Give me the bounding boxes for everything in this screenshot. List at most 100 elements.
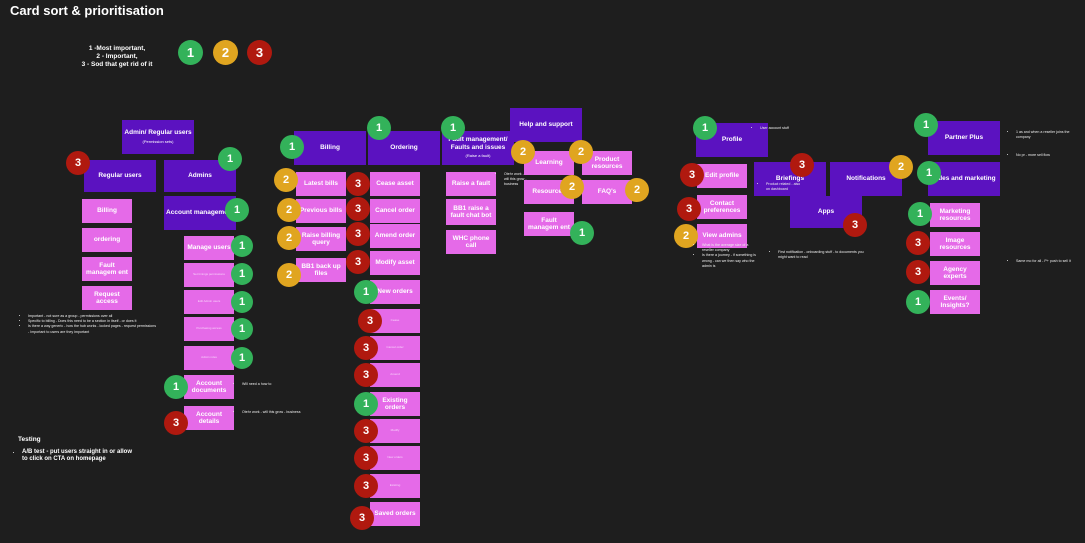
card-account-details[interactable]: Account details <box>184 406 234 430</box>
priority-badge-3[interactable]: 3 <box>350 506 374 530</box>
card-contact-preferences[interactable]: Contact preferences <box>697 195 747 219</box>
priority-badge-3[interactable]: 3 <box>354 446 378 470</box>
card-admin-item-3[interactable]: Edit Admin users <box>184 290 234 314</box>
card-agency-experts[interactable]: Agency experts <box>930 261 980 285</box>
card-latest-bills[interactable]: Latest bills <box>296 172 346 196</box>
priority-badge-1[interactable]: 1 <box>367 116 391 140</box>
priority-badge-1[interactable]: 1 <box>906 290 930 314</box>
card-faqs[interactable]: FAQ's <box>582 180 632 204</box>
priority-badge-1[interactable]: 1 <box>354 392 378 416</box>
card-existing-orders[interactable]: Existing orders <box>370 392 420 416</box>
priority-badge-2[interactable]: 2 <box>674 224 698 248</box>
priority-badge-1[interactable]: 1 <box>231 263 253 285</box>
card-request-access[interactable]: Request access <box>82 286 132 310</box>
card-admin-regular-users[interactable]: Admin/ Regular users(Permission sets) <box>122 120 194 154</box>
priority-badge-2[interactable]: 2 <box>569 140 593 164</box>
card-label: Account documents <box>191 379 227 395</box>
card-events-insights[interactable]: Events/ Insights? <box>930 290 980 314</box>
card-admin-item-4[interactable]: Purchasing access <box>184 317 234 341</box>
priority-badge-3[interactable]: 3 <box>354 474 378 498</box>
priority-badge-3[interactable]: 3 <box>346 250 370 274</box>
priority-badge-3[interactable]: 3 <box>354 336 378 360</box>
card-partner-plus[interactable]: Partner Plus <box>928 121 1000 155</box>
card-view-admins[interactable]: View admins <box>697 224 747 248</box>
card-bb1-back-up-files[interactable]: BB1 back up files <box>296 258 346 282</box>
priority-badge-3[interactable]: 3 <box>358 309 382 333</box>
card-new-orders[interactable]: New orders <box>370 280 420 304</box>
card-ordering-regular[interactable]: ordering <box>82 228 132 252</box>
priority-badge-2[interactable]: 2 <box>277 226 301 250</box>
card-label: Admins <box>188 172 212 180</box>
priority-badge-1[interactable]: 1 <box>441 116 465 140</box>
priority-badge-3[interactable]: 3 <box>677 197 701 221</box>
priority-badge-1[interactable]: 1 <box>570 221 594 245</box>
priority-badge-1[interactable]: 1 <box>231 318 253 340</box>
priority-badge-3[interactable]: 3 <box>906 231 930 255</box>
priority-badge-1[interactable]: 1 <box>164 375 188 399</box>
card-order-item-5[interactable]: New orders <box>370 446 420 470</box>
card-account-management[interactable]: Account management <box>164 196 236 230</box>
card-admin-item-5[interactable]: Admin roles <box>184 346 234 370</box>
card-billing-regular[interactable]: Billing <box>82 199 132 223</box>
card-saved-orders[interactable]: Saved orders <box>370 502 420 526</box>
priority-badge-1[interactable]: 1 <box>225 198 249 222</box>
priority-badge-2[interactable]: 2 <box>625 178 649 202</box>
card-admin-item-2[interactable]: Set timings permissions <box>184 263 234 287</box>
card-order-item-3[interactable]: Amend <box>370 363 420 387</box>
priority-badge-1[interactable]: 1 <box>218 147 242 171</box>
priority-badge-3[interactable]: 3 <box>843 213 867 237</box>
priority-badge-1[interactable]: 1 <box>231 347 253 369</box>
card-image-resources[interactable]: Image resources <box>930 232 980 256</box>
priority-badge-3[interactable]: 3 <box>680 163 704 187</box>
priority-badge-3[interactable]: 3 <box>346 222 370 246</box>
card-cancel-order[interactable]: Cancel order <box>370 199 420 223</box>
priority-badge-3[interactable]: 3 <box>906 260 930 284</box>
priority-badge-1[interactable]: 1 <box>280 135 304 159</box>
card-account-documents[interactable]: Account documents <box>184 375 234 399</box>
priority-badge-1[interactable]: 1 <box>917 161 941 185</box>
priority-badge-3[interactable]: 3 <box>346 197 370 221</box>
priority-badge-1[interactable]: 1 <box>693 116 717 140</box>
card-amend-order[interactable]: Amend order <box>370 224 420 248</box>
card-fault-managem-ent[interactable]: Fault managem ent <box>524 212 574 236</box>
testing-heading: Testing <box>18 436 41 443</box>
card-raise-a-fault[interactable]: Raise a fault <box>446 172 496 196</box>
priority-badge-1[interactable]: 1 <box>231 235 253 257</box>
card-label: Existing <box>389 483 401 488</box>
card-whc-phone-call[interactable]: WHC phone call <box>446 230 496 254</box>
priority-badge-3[interactable]: 3 <box>354 363 378 387</box>
priority-badge-2[interactable]: 2 <box>889 155 913 179</box>
priority-badge-1[interactable]: 1 <box>908 202 932 226</box>
card-regular-users[interactable]: Regular users <box>84 160 156 192</box>
card-order-item-4[interactable]: Modify <box>370 419 420 443</box>
priority-badge-3[interactable]: 3 <box>66 151 90 175</box>
priority-badge-2[interactable]: 2 <box>277 198 301 222</box>
priority-badge-1[interactable]: 1 <box>354 280 378 304</box>
card-label: New orders <box>387 455 403 460</box>
priority-badge-2[interactable]: 2 <box>560 175 584 199</box>
card-manage-users[interactable]: Manage users <box>184 236 234 260</box>
card-marketing-resources[interactable]: Marketing resources <box>930 203 980 227</box>
priority-badge-3[interactable]: 3 <box>790 153 814 177</box>
card-order-item-6[interactable]: Existing <box>370 474 420 498</box>
priority-badge-3[interactable]: 3 <box>354 419 378 443</box>
card-cease-asset[interactable]: Cease asset <box>370 172 420 196</box>
card-previous-bills[interactable]: Previous bills <box>296 199 346 223</box>
card-help-and-support[interactable]: Help and support <box>510 108 582 142</box>
priority-badge-3[interactable]: 3 <box>346 172 370 196</box>
priority-badge-2[interactable]: 2 <box>274 168 298 192</box>
card-briefings[interactable]: Briefings <box>754 162 826 196</box>
priority-badge-2[interactable]: 2 <box>511 140 535 164</box>
card-billing[interactable]: Billing <box>294 131 366 165</box>
priority-badge-1[interactable]: 1 <box>231 291 253 313</box>
priority-badge-3[interactable]: 3 <box>164 411 188 435</box>
card-label: Notifications <box>846 175 886 183</box>
card-modify-asset[interactable]: Modify asset <box>370 251 420 275</box>
card-fault-regular[interactable]: Fault managem ent <box>82 257 132 281</box>
card-raise-billing-query[interactable]: Raise billing query <box>296 227 346 251</box>
card-bb1-raise-fault-chat-bot[interactable]: BB1 raise a fault chat bot <box>446 199 496 225</box>
card-edit-profile[interactable]: Edit profile <box>697 164 747 188</box>
priority-badge-2[interactable]: 2 <box>277 263 301 287</box>
card-order-item-2[interactable]: Cancel order <box>370 336 420 360</box>
priority-badge-1[interactable]: 1 <box>914 113 938 137</box>
